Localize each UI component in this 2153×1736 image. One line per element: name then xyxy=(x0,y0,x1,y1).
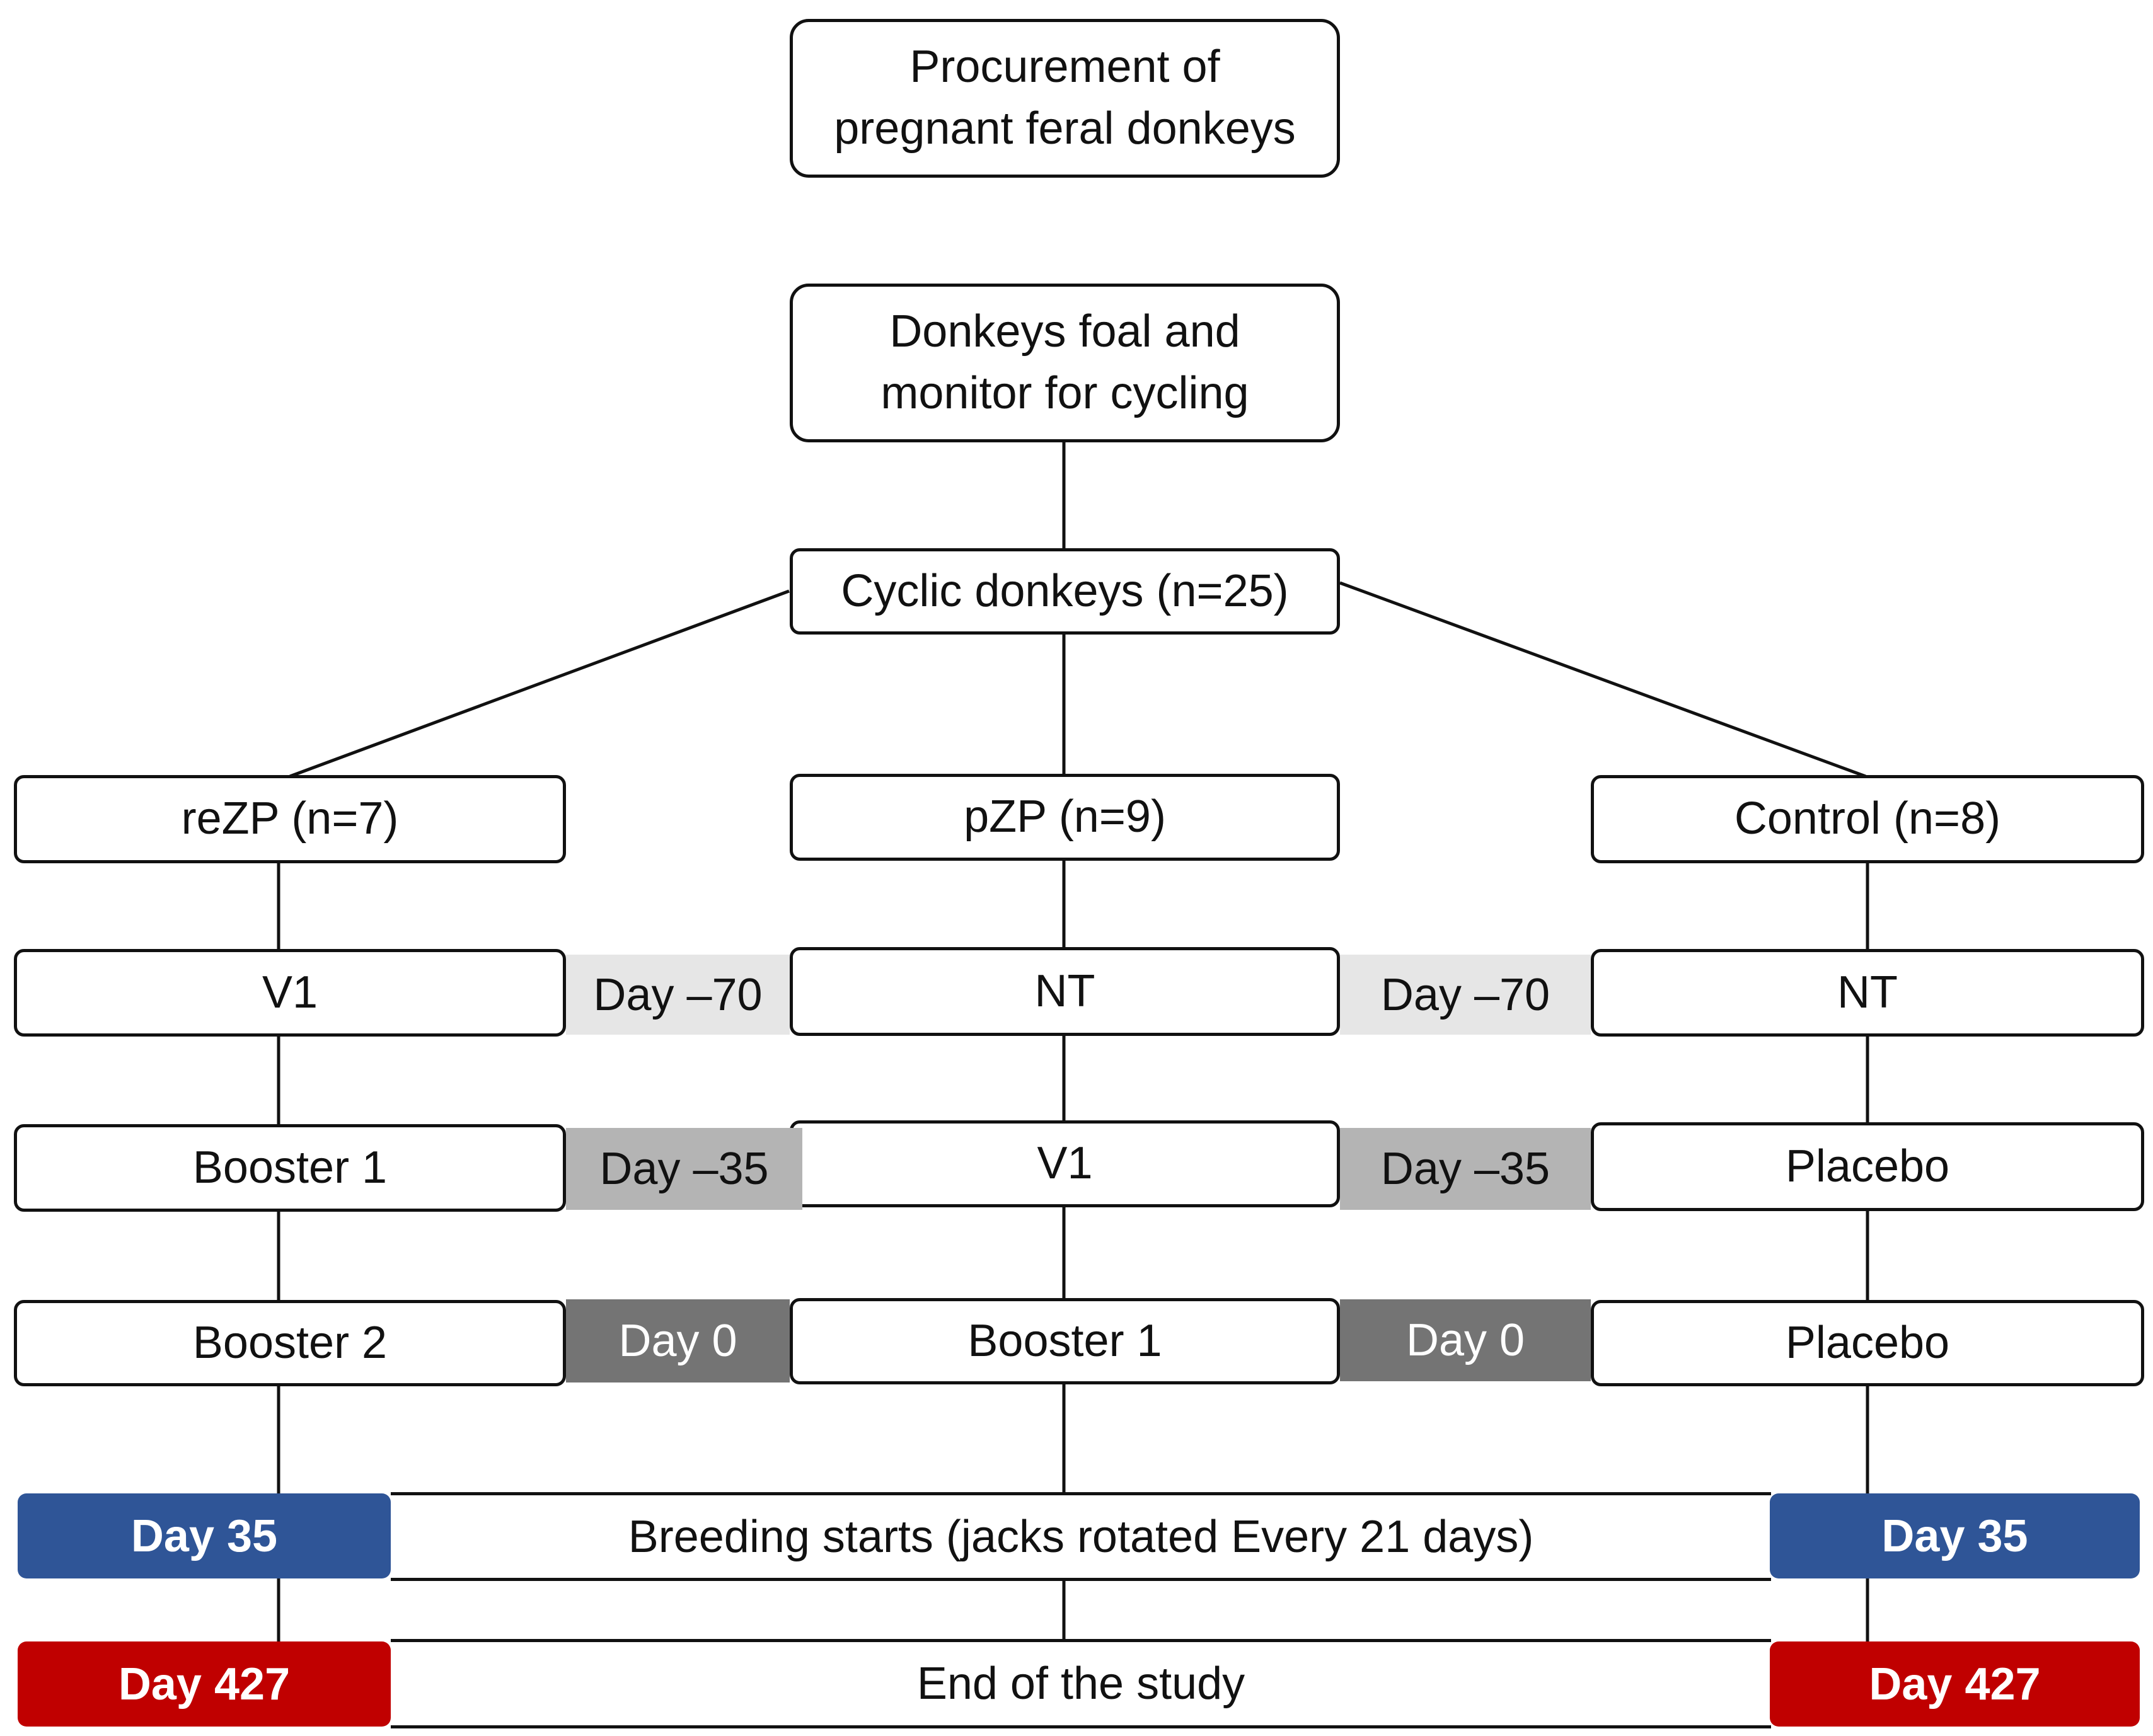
group-control-box: Control (n=8) xyxy=(1591,775,2144,863)
group-pzp-box: pZP (n=9) xyxy=(790,774,1340,861)
group-rezp-box: reZP (n=7) xyxy=(14,775,566,863)
end-day-badge-right: Day 427 xyxy=(1770,1641,2140,1727)
breeding-day-badge-right: Day 35 xyxy=(1770,1493,2140,1578)
pzp-step2-box: V1 xyxy=(790,1120,1340,1207)
control-step2-box: Placebo xyxy=(1591,1122,2144,1211)
cyclic-donkeys-box: Cyclic donkeys (n=25) xyxy=(790,548,1340,635)
day-minus-35-right: Day –35 xyxy=(1340,1128,1591,1210)
control-step1-box: NT xyxy=(1591,949,2144,1037)
foal-monitor-box: Donkeys foal and monitor for cycling xyxy=(790,284,1340,442)
day-minus-35-left: Day –35 xyxy=(566,1128,802,1210)
rezp-step2-box: Booster 1 xyxy=(14,1124,566,1212)
pzp-step1-box: NT xyxy=(790,947,1340,1036)
day-0-left: Day 0 xyxy=(566,1299,790,1382)
day-minus-70-right: Day –70 xyxy=(1340,955,1591,1035)
control-step3-box: Placebo xyxy=(1591,1300,2144,1386)
day-minus-70-left: Day –70 xyxy=(566,955,790,1035)
procurement-box: Procurement of pregnant feral donkeys xyxy=(790,19,1340,178)
end-day-badge-left: Day 427 xyxy=(18,1641,391,1727)
breeding-day-badge-left: Day 35 xyxy=(18,1493,391,1578)
end-band: End of the study xyxy=(391,1639,1771,1728)
connector-cyclic-rezp xyxy=(289,589,790,778)
rezp-step3-box: Booster 2 xyxy=(14,1300,566,1386)
breeding-band: Breeding starts (jacks rotated Every 21 … xyxy=(391,1492,1771,1581)
pzp-step3-box: Booster 1 xyxy=(790,1298,1340,1384)
rezp-step1-box: V1 xyxy=(14,949,566,1037)
day-0-right: Day 0 xyxy=(1340,1299,1591,1381)
connector-cyclic-control xyxy=(1339,581,1866,778)
